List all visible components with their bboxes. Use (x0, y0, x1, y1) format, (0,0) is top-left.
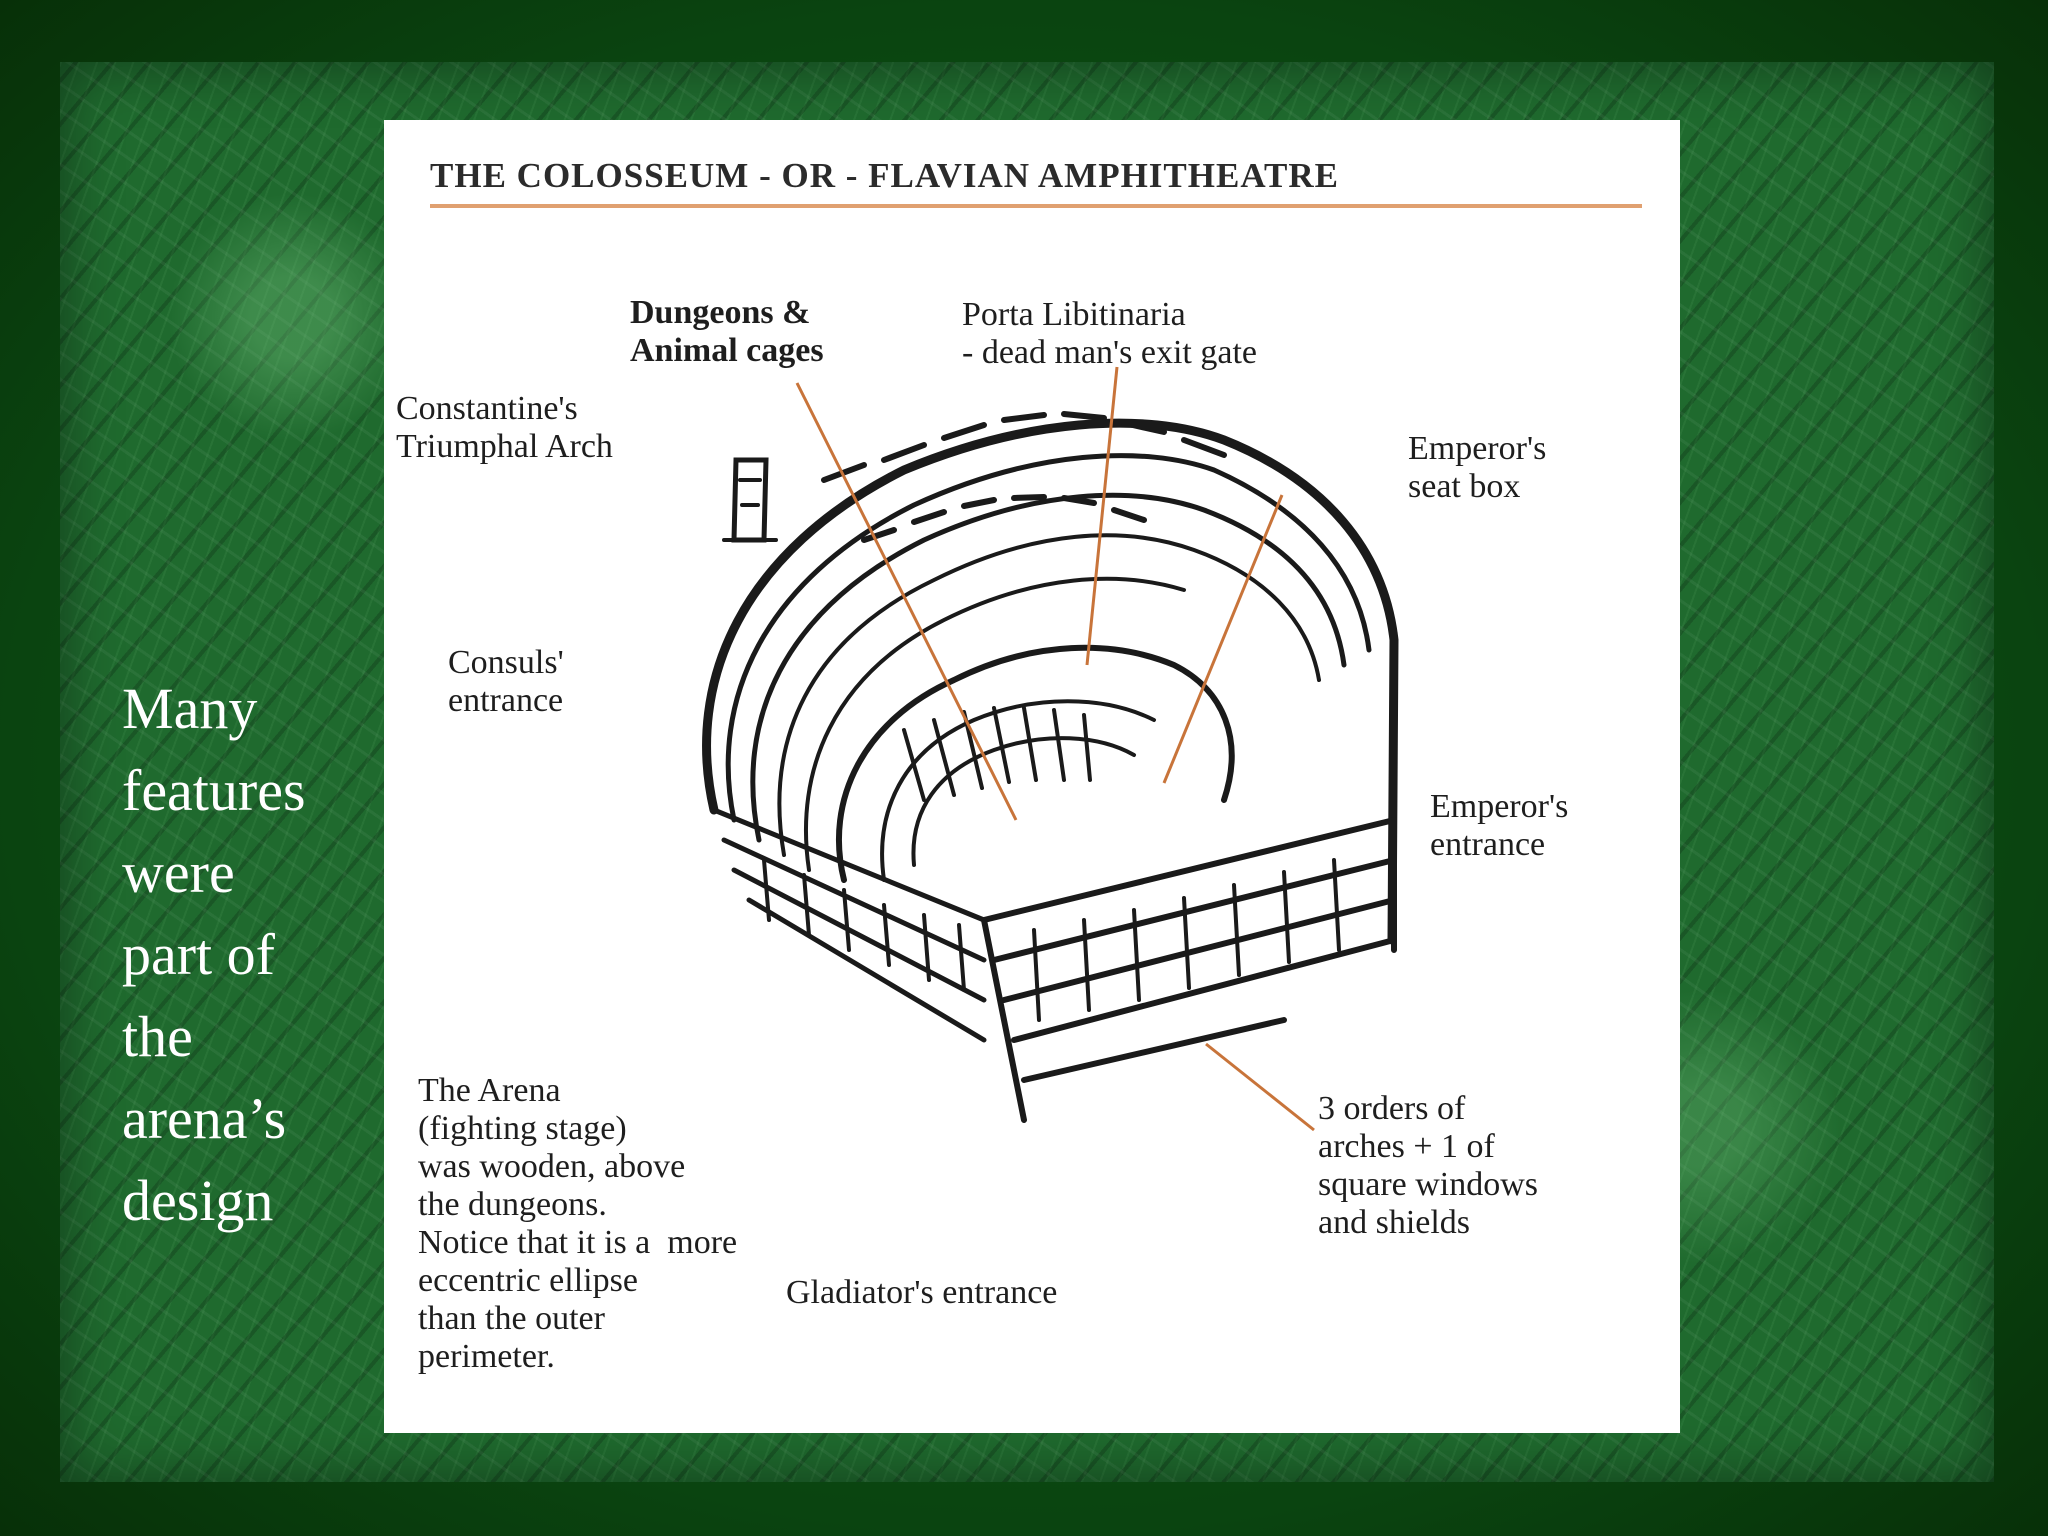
label-dungeons: Dungeons & Animal cages (630, 294, 824, 369)
label-three-orders: 3 orders of arches + 1 of square windows… (1318, 1090, 1539, 1241)
caption-line: features (122, 758, 306, 823)
label-emperor-seat-box: Emperor's seat box (1408, 430, 1547, 505)
label-consuls-entrance: Consuls' entrance (448, 644, 564, 719)
label-porta-libitinaria: Porta Libitinaria - dead man's exit gate (962, 296, 1258, 371)
label-gladiator-entrance: Gladiator's entrance (786, 1274, 1058, 1311)
caption-line: the (122, 1004, 193, 1069)
caption-line: were (122, 840, 235, 905)
caption-line: arena’s (122, 1086, 287, 1151)
label-constantine-arch: Constantine's Triumphal Arch (396, 390, 613, 465)
title-underline (430, 204, 1642, 208)
caption-line: Many (122, 676, 258, 741)
caption-text: Many features were part of the arena’s d… (122, 668, 382, 1242)
figure-title: THE COLOSSEUM - OR - FLAVIAN AMPHITHEATR… (430, 156, 1339, 195)
colosseum-drawing (702, 366, 1399, 1132)
caption-line: part of (122, 922, 275, 987)
colosseum-figure: THE COLOSSEUM - OR - FLAVIAN AMPHITHEATR… (384, 120, 1680, 1433)
label-emperor-entrance: Emperor's entrance (1430, 788, 1569, 863)
label-the-arena: The Arena (fighting stage) was wooden, a… (418, 1072, 738, 1375)
caption-line: design (122, 1168, 274, 1233)
